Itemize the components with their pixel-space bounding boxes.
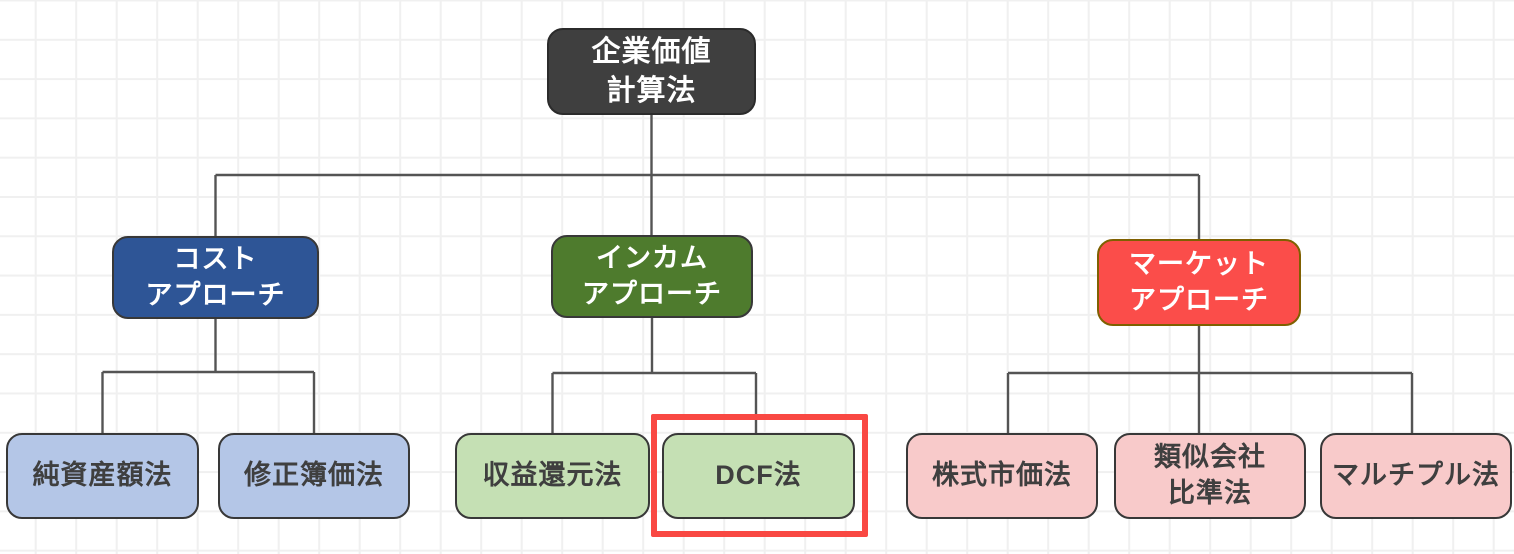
connector-group xyxy=(101,115,1414,433)
node-comparable-company-method: 類似会社 比準法 xyxy=(1114,433,1306,519)
node-stock-market-price-method: 株式市価法 xyxy=(906,433,1098,519)
dcf-highlight-frame xyxy=(651,414,868,537)
node-cost-approach: コスト アプローチ xyxy=(112,236,319,319)
node-net-asset-method: 純資産額法 xyxy=(6,433,199,519)
node-enterprise-value-calculation: 企業価値 計算法 xyxy=(547,28,756,115)
node-income-approach: インカム アプローチ xyxy=(551,235,753,318)
node-income-capitalization-method: 収益還元法 xyxy=(455,433,650,519)
node-adjusted-book-value-method: 修正簿価法 xyxy=(218,433,410,519)
node-multiple-method: マルチプル法 xyxy=(1320,433,1512,519)
node-market-approach: マーケット アプローチ xyxy=(1097,239,1301,326)
node-dcf-method: DCF法 xyxy=(662,433,855,519)
